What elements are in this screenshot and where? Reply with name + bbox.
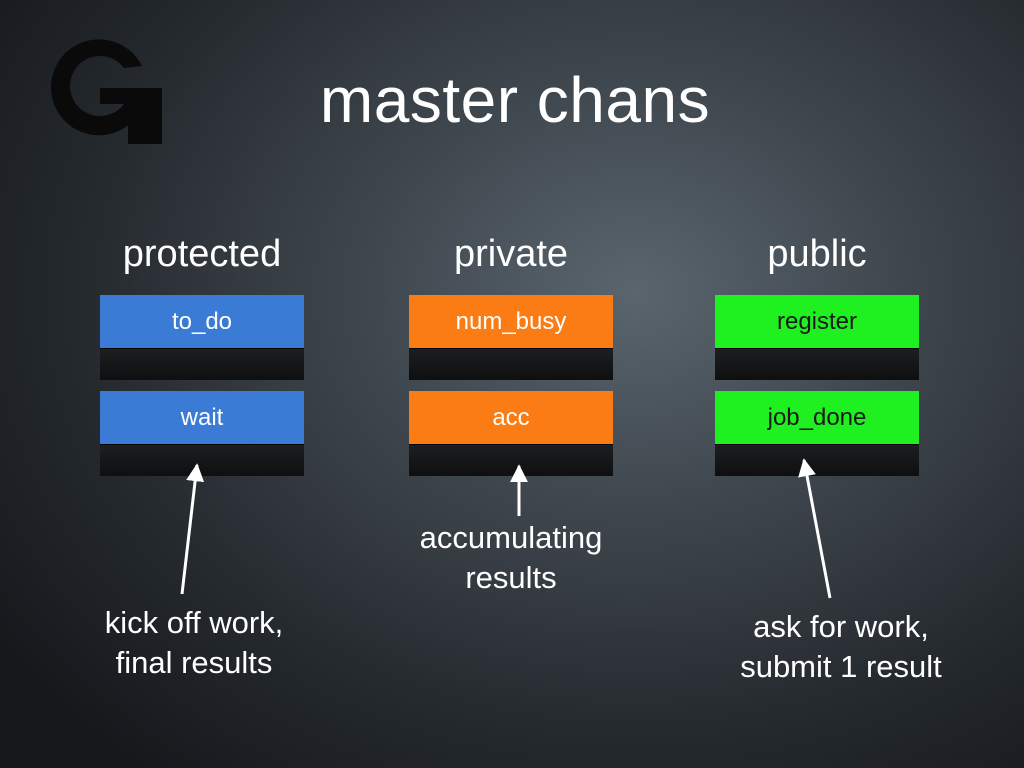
channel-job-done: job_done [715,391,919,476]
note-protected: kick off work, final results [84,603,304,683]
column-header-public: public [767,233,867,275]
channel-num-busy: num_busy [409,295,613,380]
channel-slot [715,444,919,476]
channel-label: job_done [715,391,919,444]
channel-label: num_busy [409,295,613,348]
channel-register: register [715,295,919,380]
column-header-protected: protected [122,233,282,275]
channel-label: wait [100,391,304,444]
note-line: submit 1 result [740,649,942,684]
arrow-public [798,458,832,599]
channel-slot [100,348,304,380]
channel-to-do: to_do [100,295,304,380]
channel-label: to_do [100,295,304,348]
note-line: kick off work, [104,605,284,640]
channel-slot [715,348,919,380]
note-line: ask for work, [753,609,929,644]
note-line: results [465,560,557,595]
channel-label: acc [409,391,613,444]
note-private: accumulating results [396,518,626,598]
note-public: ask for work, submit 1 result [716,607,966,687]
channel-label: register [715,295,919,348]
page-title: master chans [319,64,711,136]
channel-slot [409,348,613,380]
arrow-protected [180,463,205,595]
note-line: accumulating [419,520,603,555]
g-logo-icon [50,39,162,144]
column-header-private: private [453,233,569,275]
note-line: final results [115,645,273,680]
